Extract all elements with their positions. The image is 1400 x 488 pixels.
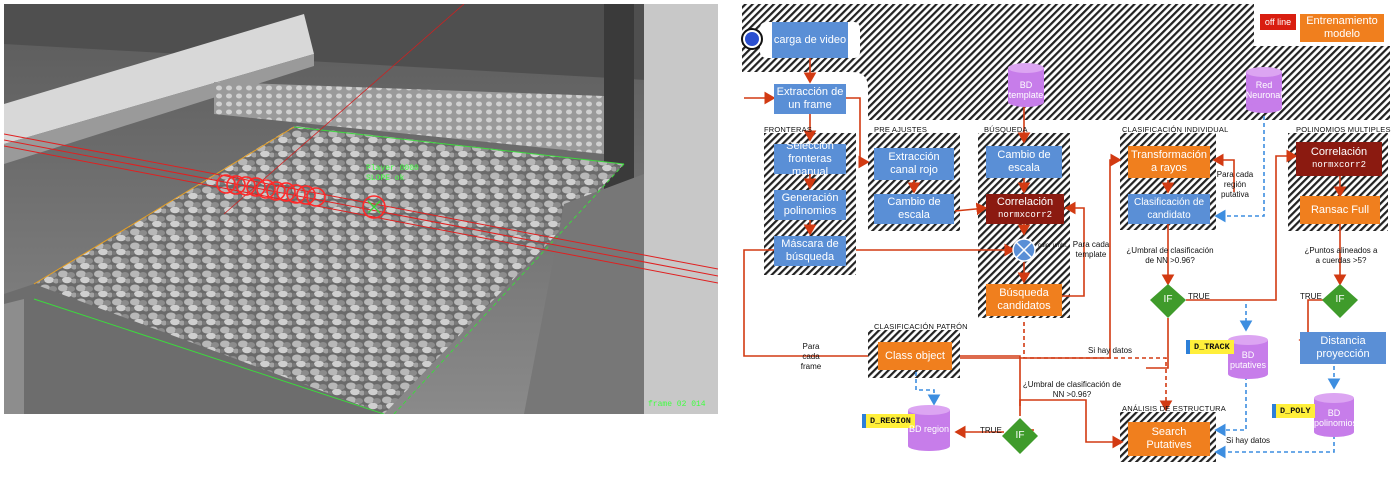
normxcorr2-poly-label: normxcorr2 [1311,160,1366,170]
umbral-nn-2-label: ¿Umbral de clasificación de NN >0.96? [1022,380,1122,399]
search-putatives-node: Search Putatives [1128,422,1210,456]
clasificacion-candidato-node: Clasificación de candidato [1128,194,1210,224]
d-track-tag: D_TRACK [1186,340,1234,354]
puntos-alineados-label: ¿Puntos alineados a a cuerdas >5? [1304,246,1378,265]
decision-if-1 [1150,284,1186,318]
pipeline-diagram: carga de video Extracción de un frame of… [734,0,1400,488]
normxcorr2-busq-label: normxcorr2 [997,210,1052,220]
para-cada-template-label: Para cada template [1072,240,1110,259]
decision-if-2 [1322,284,1358,318]
section-clasificacion-individual: CLASIFICACIÓN INDIVIDUAL [1122,125,1229,134]
small-note: color umbr. [1038,243,1068,249]
generacion-polinomios-node: Generación polinomios [774,190,846,220]
seleccion-fronteras-node: Selección fronteras manual [774,140,846,178]
distancia-proyeccion-node: Distancia proyección [1300,332,1386,364]
bd-template-label: BD template [1008,80,1044,100]
database-bd-polinomios [1314,393,1354,437]
true-2-label: TRUE [1300,292,1322,301]
cambio-escala-pre-node: Cambio de escala [874,194,954,224]
decision-if-3 [1002,418,1038,454]
transformacion-rayos-node: Transformación a rayos [1128,146,1210,178]
extraccion-canal-node: Extracción canal rojo [874,148,954,180]
red-dashed-arrow [1023,322,1173,412]
database-bd-putatives [1228,335,1268,379]
correlacion-busq-node: Correlación normxcorr2 [986,194,1064,224]
mascara-busqueda-node: Máscara de búsqueda [774,236,846,266]
red-flow-arrows [743,58,1347,449]
section-busqueda: BÚSQUEDA [984,125,1028,134]
d-poly-tag: D_POLY [1272,404,1315,418]
carga-video-node: carga de video [772,22,848,58]
section-polinomios-multiples: POLINOMIOS MULTIPLES [1296,125,1391,134]
class-object-node: Class object [878,342,952,370]
si-hay-datos-1-label: Si hay datos [1088,346,1133,355]
if-1-label: IF [1163,294,1173,305]
start-node-core [745,32,759,46]
entrenamiento-node: Entrenamiento modelo [1300,14,1384,42]
section-pre-ajustes: PRE AJUSTES [874,125,928,134]
bd-putatives-label: BD putatives [1229,350,1267,370]
section-fronteras: FRONTERAS [764,125,813,134]
true-1-label: TRUE [1188,292,1210,301]
true-3-label: TRUE [980,426,1002,435]
umbral-nn-1-label: ¿Umbral de clasificación de NN >0.96? [1126,246,1214,265]
correlacion-poly-label: Correlación [1310,146,1368,158]
si-hay-datos-2-label: Si hay datos [1226,436,1271,445]
para-cada-region-label: Para cada región putativa [1216,170,1254,199]
database-red-neuronal [1246,67,1282,113]
cambio-escala-busq-node: Cambio de escala [986,146,1062,178]
d-region-tag: D_REGION [862,414,915,428]
section-clasificacion-patron: CLASIFICACIÓN PATRÓN [874,322,968,331]
offline-badge: off line [1260,14,1296,30]
bd-polinomios-label: BD polinomios [1314,408,1358,428]
if-3-label: IF [1015,430,1025,441]
extraccion-frame-node: Extracción de un frame [774,84,846,114]
overlay-text-1: Player 0000 [366,164,419,173]
database-bd-region [908,405,950,451]
bd-region-label: BD region [908,424,950,434]
frame-timestamp: frame 02 014 [648,400,706,409]
correlacion-poly-node: Correlación normxcorr2 [1296,142,1382,176]
correlacion-busq-label: Correlación [996,196,1054,208]
conveyor-photo: Player 0000 SLOPE ok frame 02 014 [4,4,718,414]
section-analisis-estructura: ANÁLISIS DE ESTRUCTURA [1122,404,1227,413]
para-cada-frame-label: Para cada frame [800,342,822,371]
busqueda-candidatos-node: Búsqueda candidatos [986,284,1062,316]
red-neuronal-label: Red Neuronal [1245,80,1283,100]
conveyor-photo-image [4,4,718,414]
ransac-node: Ransac Full [1300,196,1380,224]
database-bd-template [1008,63,1044,107]
overlay-text-2: SLOPE ok [366,174,405,183]
if-2-label: IF [1335,294,1345,305]
